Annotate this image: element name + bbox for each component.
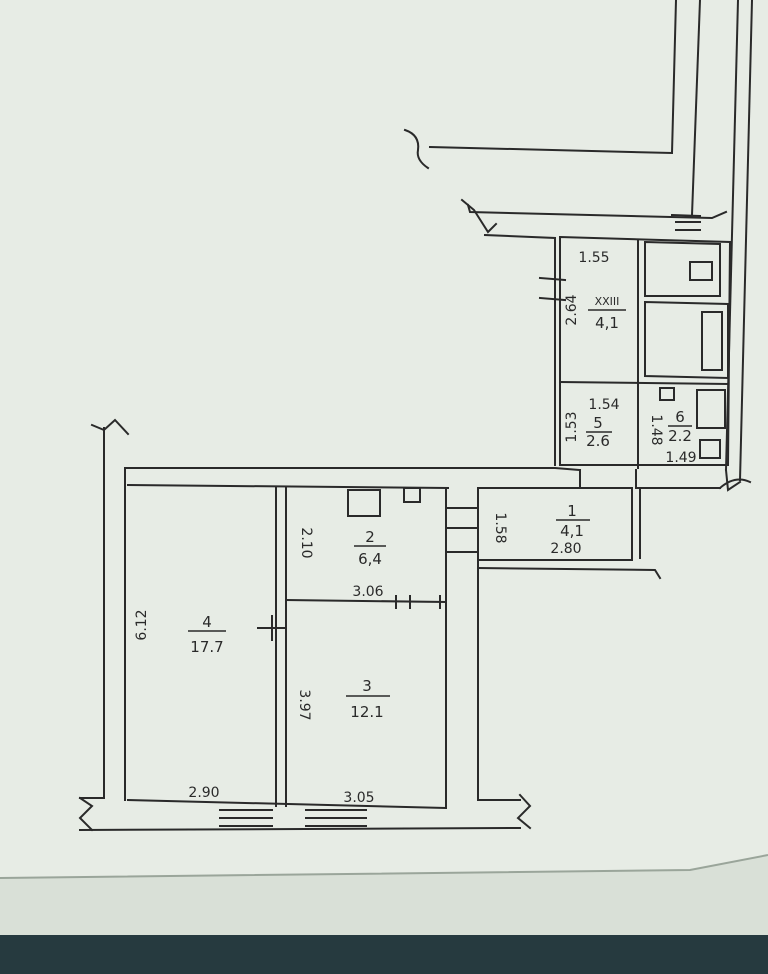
corridor-wall-top: [466, 203, 728, 220]
corridor-wall-bottom: [483, 233, 556, 466]
bathtub: [701, 311, 723, 371]
window-room3: [305, 809, 367, 827]
dim-room4-width: 2.90: [188, 785, 219, 801]
upper-building-break: [403, 128, 430, 170]
room-xxiii-number: XXIII: [595, 295, 620, 308]
outer-wall-left: [79, 427, 105, 799]
table-surface: [0, 935, 768, 974]
corridor-vertical-2: [635, 469, 721, 489]
paper-lower-edge: [0, 854, 768, 879]
partition-2-3: [284, 598, 448, 604]
sink-kitchen: [403, 487, 421, 503]
room6-fixture: [659, 387, 675, 401]
room-2-area: 6,4: [358, 550, 382, 568]
room-5-area: 2.6: [586, 432, 610, 450]
window-room4: [219, 809, 273, 827]
plan-linework: [78, 0, 754, 832]
dim-room3-width: 3.05: [343, 790, 374, 806]
bottom-left-break: [78, 796, 94, 832]
dim-xxiii-width: 1.55: [578, 250, 609, 266]
right-stub-wall: [724, 468, 742, 492]
room-4-area: 17.7: [190, 638, 223, 656]
room1-outer: [476, 566, 662, 580]
dim-room1-width: 2.80: [550, 541, 581, 557]
bottom-right-break: [516, 793, 532, 830]
room1-box: [477, 487, 633, 561]
dim-room6-width: 1.49: [665, 450, 696, 466]
room-3-number: 3: [362, 677, 372, 695]
wall-xxiii-bottom: [558, 380, 730, 386]
stove: [347, 489, 381, 517]
room-xxiii-area: 4,1: [595, 314, 619, 332]
corridor-break-left: [460, 198, 498, 234]
room-1-number: 1: [567, 502, 577, 520]
room-3-area: 12.1: [350, 703, 383, 721]
room-6-area: 2.2: [668, 427, 692, 445]
right-break: [718, 478, 752, 490]
sink-room6: [699, 439, 721, 459]
room-6-number: 6: [675, 408, 685, 426]
dim-room5-width: 1.54: [588, 397, 619, 413]
paper-sheet: [0, 0, 768, 878]
door-mark-xxiii: [538, 276, 567, 302]
door-mark-2-3: [395, 595, 441, 609]
north-wall-inner: [126, 483, 450, 490]
room6-counter: [696, 389, 726, 429]
dim-room6-height: 1.48: [648, 414, 664, 445]
room-5-number: 5: [593, 414, 603, 432]
dim-xxiii-height: 2.64: [564, 294, 580, 325]
bathroom-block: [559, 235, 732, 466]
toilet-symbol: [689, 261, 713, 281]
window-top: [670, 213, 702, 231]
bath-box: [644, 300, 729, 380]
door-mark-4: [257, 615, 287, 641]
room-1-area: 4,1: [560, 522, 584, 540]
dim-room2-height: 2.10: [298, 527, 314, 558]
room-labels: 4 17.7 3 12.1 2 6,4 1 4,1 XXIII 4,1 5 2.…: [188, 295, 692, 721]
dim-room4-height: 6.12: [134, 609, 150, 640]
dim-room2-width: 3.06: [352, 584, 383, 600]
upper-right-wall: [690, 0, 702, 217]
dim-room3-height: 3.97: [296, 689, 312, 720]
door-mark-2-corridor: [447, 507, 479, 553]
dim-room1-height: 1.58: [492, 512, 508, 543]
bottom-wall: [78, 826, 522, 832]
upper-building-wall: [428, 0, 678, 155]
dim-room5-height: 1.53: [564, 411, 580, 442]
room-2-number: 2: [365, 528, 375, 546]
toilet-box: [644, 240, 721, 297]
room-4-number: 4: [202, 613, 212, 631]
north-wall: [124, 467, 582, 472]
dimension-labels: 6.12 2.90 3.97 3.05 2.10 3.06 1.58 2.80 …: [134, 250, 697, 806]
left-break-top: [90, 418, 130, 436]
east-wall: [477, 487, 521, 801]
far-right-wall-b: [738, 0, 754, 482]
